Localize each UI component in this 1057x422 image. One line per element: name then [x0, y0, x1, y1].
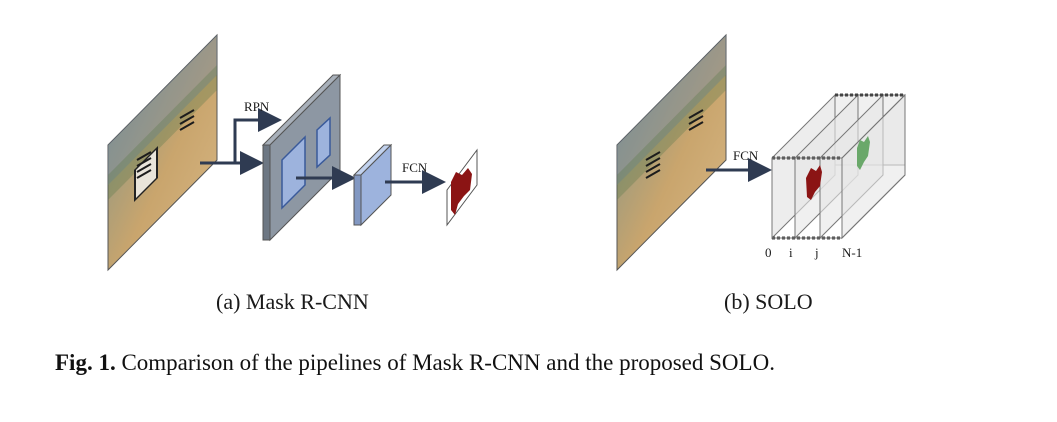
- caption-a: (a) Mask R-CNN: [216, 289, 369, 314]
- roi-box: [316, 116, 331, 169]
- panel-b-solo: FCN 0 i j N-1 (b) SOLO: [616, 33, 906, 314]
- grid-label-j: j: [814, 245, 819, 260]
- mask-green-b: [857, 136, 870, 170]
- input-image-b: [616, 33, 727, 272]
- grid-label-0: 0: [765, 245, 772, 260]
- grid-label-i: i: [789, 245, 793, 260]
- mask-red: [451, 168, 472, 215]
- arrow-rpn-branch: [233, 108, 282, 163]
- roi-box: [281, 135, 306, 210]
- input-image-a: [107, 33, 218, 272]
- feature-map-a: [261, 73, 342, 242]
- mask-output-a: [446, 148, 478, 227]
- caption-b: (b) SOLO: [724, 289, 813, 314]
- roi-feature-a: [352, 143, 393, 227]
- rpn-label: RPN: [244, 99, 270, 114]
- mask-stack-b: [771, 93, 906, 240]
- zebra-stripes: [645, 109, 704, 179]
- figure-caption-text: Comparison of the pipelines of Mask R-CN…: [121, 350, 775, 375]
- grid-label-n-1: N-1: [842, 245, 862, 260]
- fcn-label-b: FCN: [733, 148, 759, 163]
- mask-red-b: [806, 165, 822, 200]
- zebra-stripes: [136, 109, 195, 179]
- panel-a-mask-rcnn: RPN FCN (a) Mask R-CNN: [107, 33, 478, 314]
- figure-caption: Fig. 1. Comparison of the pipelines of M…: [55, 350, 1045, 376]
- fcn-label-a: FCN: [402, 160, 428, 175]
- figure-caption-prefix: Fig. 1.: [55, 350, 116, 375]
